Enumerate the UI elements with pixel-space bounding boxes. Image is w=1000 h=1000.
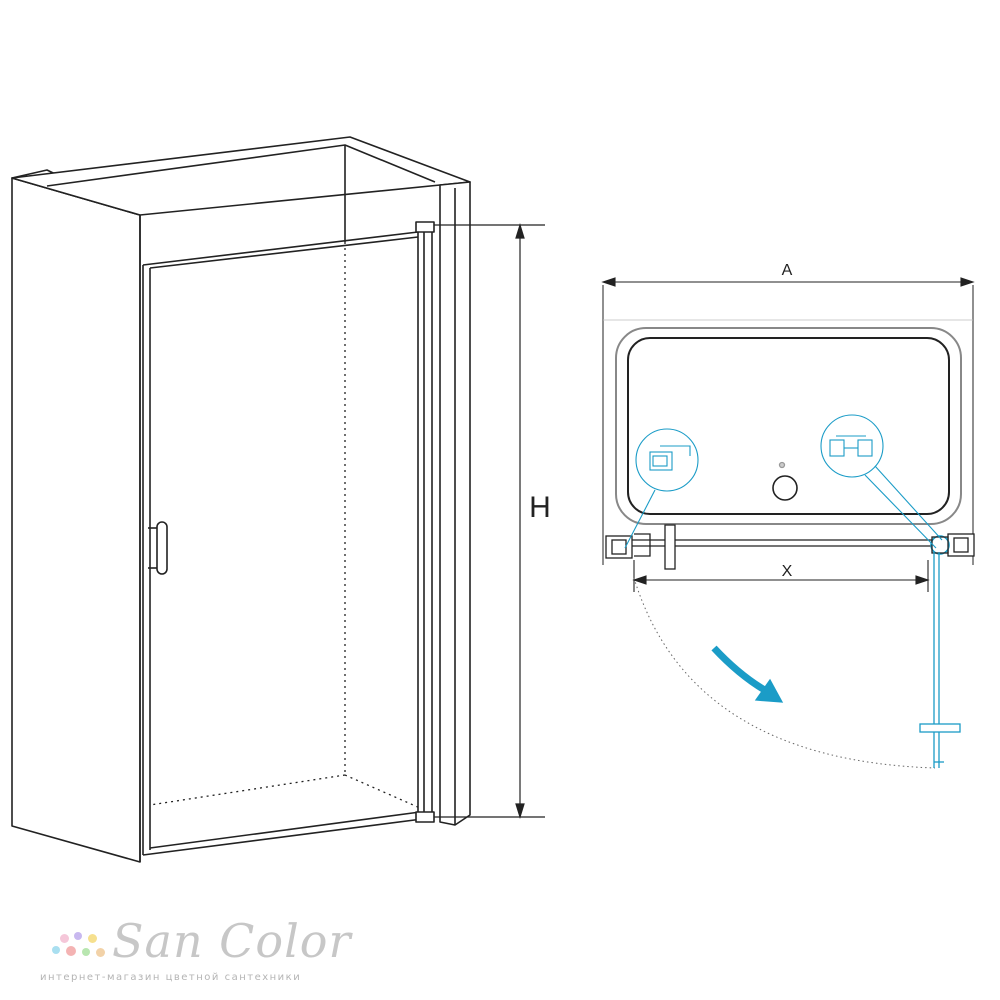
door-closed-position [630, 524, 935, 570]
width-dimension [601, 277, 975, 287]
height-label: H [529, 491, 551, 524]
shower-niche-3d-view [11, 136, 471, 863]
brand-logo: San Color интернет-магазин цветной санте… [40, 914, 350, 1000]
detail-callout-left [624, 428, 699, 549]
right-wall [439, 181, 471, 826]
hinge-profile [415, 221, 435, 823]
plan-view [601, 277, 975, 769]
drain-icon [772, 475, 798, 501]
opening-label: X [782, 563, 793, 580]
door-panel [142, 231, 431, 856]
swing-direction-arrow [711, 645, 784, 703]
door-swing-arc [633, 577, 936, 769]
brand-tagline: интернет-магазин цветной сантехники [40, 972, 302, 983]
width-label: A [782, 262, 793, 279]
brand-name: San Color [112, 914, 352, 968]
niche-outline [602, 285, 974, 565]
height-dimension [434, 222, 545, 820]
opening-dimension [632, 560, 930, 592]
right-wall-hinge [930, 533, 975, 557]
door-handle [148, 521, 168, 575]
left-wall [11, 169, 141, 863]
detail-callout-right [820, 414, 943, 549]
drain-marker [778, 461, 786, 469]
logo-dots-icon [48, 928, 108, 968]
back-wall-hidden-lines [149, 242, 421, 809]
door-open-position [919, 552, 961, 768]
